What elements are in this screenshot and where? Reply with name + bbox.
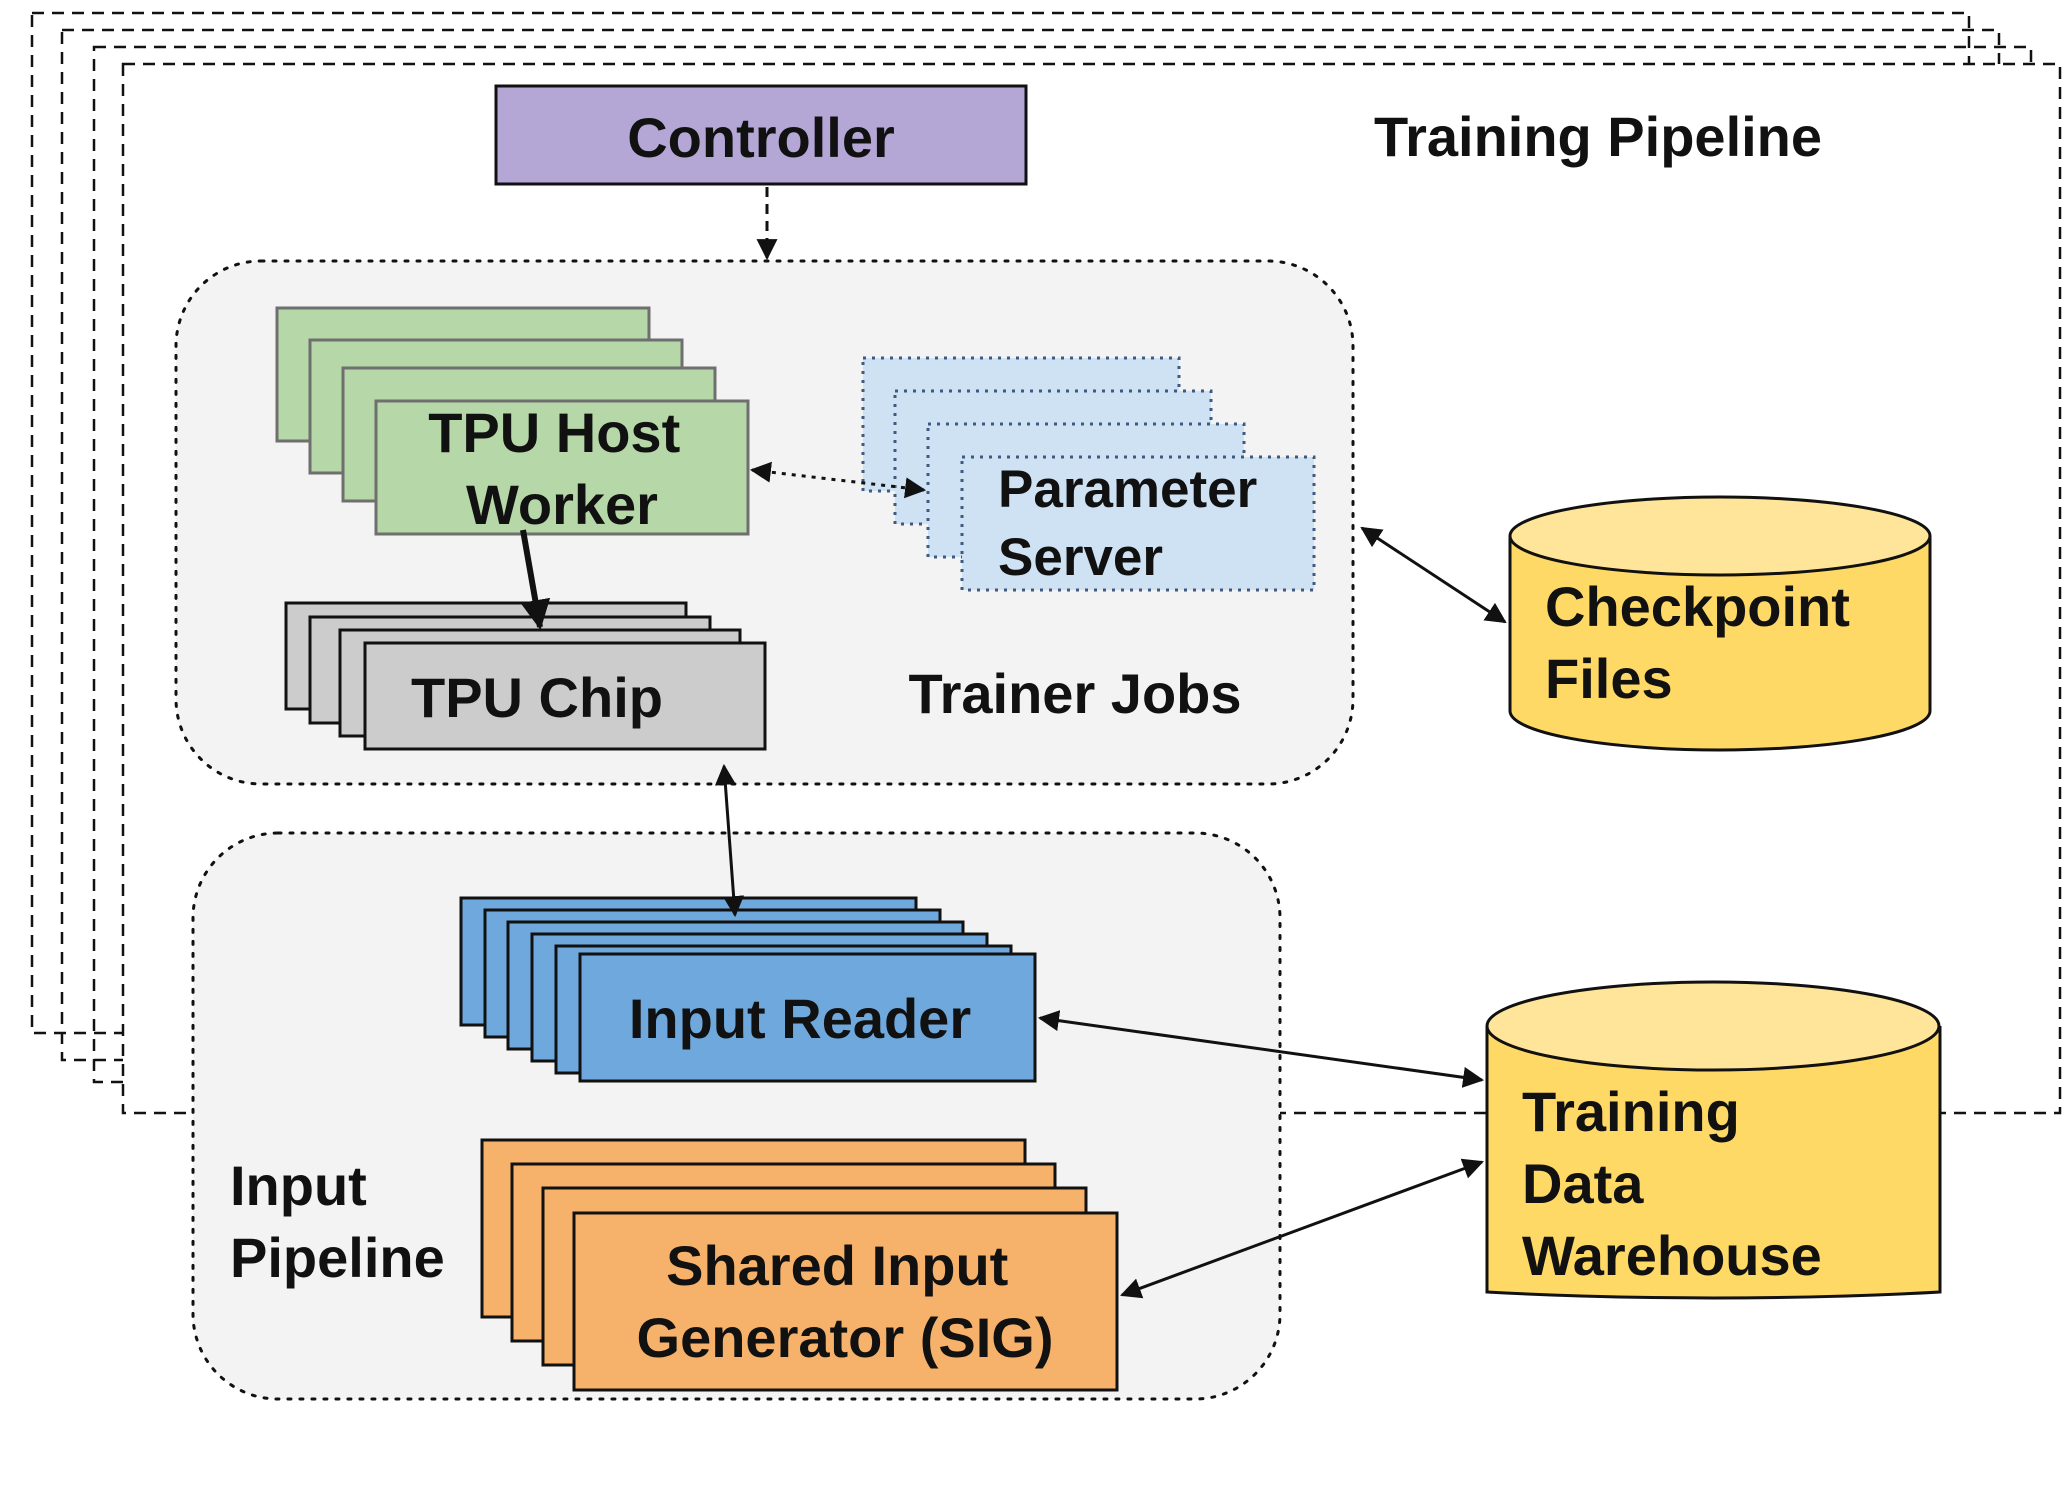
controller-box: [494, 84, 1028, 186]
input-reader-card: [578, 952, 1037, 1083]
tpu-host-worker-card: [374, 399, 750, 536]
sig-stack: [480, 1138, 1119, 1392]
parameter-server-stack: [861, 356, 1316, 592]
sig-warehouse-arrow: [1120, 1158, 1484, 1299]
controller-label: Controller: [627, 106, 895, 169]
parameter-server-card: [960, 455, 1316, 592]
training-pipeline-label: Training Pipeline: [1374, 105, 1822, 168]
checkpoint-files-cylinder: [1508, 495, 1932, 752]
training-data-warehouse-label: Training Data Warehouse: [1522, 1080, 1822, 1287]
parameter-server-label: Parameter Server: [998, 460, 1272, 587]
chip-input-reader-arrow: [714, 763, 745, 918]
tpu-host-worker-stack: [275, 306, 750, 536]
input-reader-label: Input Reader: [629, 987, 971, 1050]
reader-warehouse-arrow: [1037, 1010, 1485, 1088]
trainer-jobs-label: Trainer Jobs: [908, 662, 1241, 725]
tpu-host-worker-label: TPU Host Worker: [428, 401, 696, 536]
sig-label: Shared Input Generator (SIG): [637, 1234, 1054, 1369]
sig-card: [572, 1211, 1119, 1392]
input-pipeline-label: Input Pipeline: [230, 1154, 445, 1289]
worker-to-chip-arrow: [520, 529, 551, 630]
tpu-chip-stack: [284, 601, 767, 751]
tpu-chip-label: TPU Chip: [411, 666, 663, 729]
trainer-checkpoint-arrow: [1360, 526, 1507, 624]
connectors: [520, 187, 1507, 1299]
input-reader-stack: [459, 896, 1037, 1083]
checkpoint-files-label: Checkpoint Files: [1545, 575, 1865, 710]
tpu-chip-card: [363, 641, 767, 751]
training-data-warehouse-cylinder: [1485, 980, 1942, 1300]
